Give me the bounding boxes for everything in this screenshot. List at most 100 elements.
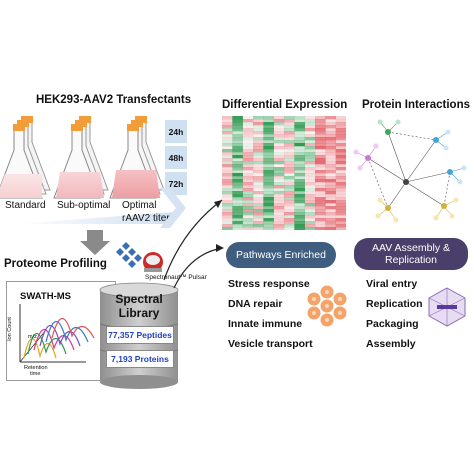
heatmap-cell [315,140,326,144]
heatmap-cell [304,203,316,207]
heatmap-cell [284,167,295,171]
heatmap-cell [284,122,295,126]
heatmap-cell [253,143,264,147]
heatmap-cell [222,170,233,174]
heatmap-cell [294,218,305,222]
heatmap-cell [273,149,285,153]
heatmap-cell [263,131,274,135]
heatmap-cell [242,197,254,201]
heatmap-cell [242,215,254,219]
heatmap-cell [315,161,326,165]
heatmap-cell [325,188,336,192]
heatmap-cell [325,209,336,213]
swath-title: SWATH-MS [20,291,72,302]
heatmap-cell [263,152,274,156]
heatmap-cell [325,167,336,171]
heatmap-cell [315,149,326,153]
heatmap-cell [335,185,346,189]
heatmap-cell [325,149,336,153]
heatmap-cell [325,134,336,138]
heatmap-cell [253,176,264,180]
heatmap-cell [284,203,295,207]
heatmap-cell [232,134,243,138]
heatmap-cell [263,125,274,129]
heatmap-cell [294,173,305,177]
heatmap-cell [335,194,346,198]
protein-network [353,119,467,223]
heatmap-cell [284,221,295,225]
heatmap-cell [242,158,254,162]
heatmap-cell [304,185,316,189]
heatmap-cell [242,191,254,195]
heatmap-cell [222,146,233,150]
heatmap-cell [242,152,254,156]
heatmap-cell [273,197,285,201]
heatmap-cell [284,173,295,177]
heatmap-cell [335,134,346,138]
heatmap-cell [222,212,233,216]
heatmap-cell [325,122,336,126]
heatmap-cell [294,152,305,156]
heatmap-cell [242,188,254,192]
heatmap-cell [222,188,233,192]
heatmap-cell [263,119,274,123]
heatmap-cell [315,137,326,141]
heatmap-cell [304,149,316,153]
heatmap-cell [335,203,346,207]
heatmap-cell [335,140,346,144]
heatmap-cell [232,176,243,180]
heatmap-cell [315,191,326,195]
heatmap-cell [273,191,285,195]
heatmap-cell [263,122,274,126]
heatmap-cell [325,155,336,159]
heatmap-cell [325,152,336,156]
heatmap-cell [232,125,243,129]
heatmap-cell [263,161,274,165]
heatmap-cell [222,200,233,204]
heatmap-cell [222,179,233,183]
heatmap-cell [273,170,285,174]
heatmap-cell [232,221,243,225]
heatmap-cell [335,224,346,228]
heatmap-cell [242,206,254,210]
heatmap-cell [242,200,254,204]
heatmap-cell [242,164,254,168]
heatmap-cell [263,143,274,147]
heatmap-cell [232,191,243,195]
heatmap-cell [315,176,326,180]
heatmap-cell [294,206,305,210]
heatmap-cell [232,188,243,192]
heatmap-cell [294,155,305,159]
heatmap-cell [263,164,274,168]
heatmap-cell [222,128,233,132]
library-line-1: Spectral [115,292,163,306]
heatmap-cell [304,209,316,213]
heatmap-cell [242,194,254,198]
heatmap-cell [304,176,316,180]
heatmap-cell [294,119,305,123]
heatmap-cell [232,143,243,147]
heatmap-cell [222,194,233,198]
heatmap-cell [222,224,233,228]
heatmap-cell [263,155,274,159]
heatmap-cell [273,137,285,141]
heatmap-cell [315,146,326,150]
heatmap-cell [304,179,316,183]
protein-count: 7,193 Proteins [106,350,174,368]
heatmap-cell [315,221,326,225]
heatmap-cell [232,197,243,201]
heatmap-cell [242,122,254,126]
heatmap-cell [253,170,264,174]
heatmap-cell [222,167,233,171]
heatmap-cell [284,116,295,120]
chevron-right-icon [160,188,186,228]
heatmap-cell [315,188,326,192]
heatmap-cell [325,215,336,219]
heatmap-cell [315,203,326,207]
heatmap-cell [294,212,305,216]
heatmap-cell [232,128,243,132]
heatmap-cell [242,170,254,174]
heatmap-cell [242,128,254,132]
heatmap-cell [222,182,233,186]
swath-chromatogram [19,304,95,363]
